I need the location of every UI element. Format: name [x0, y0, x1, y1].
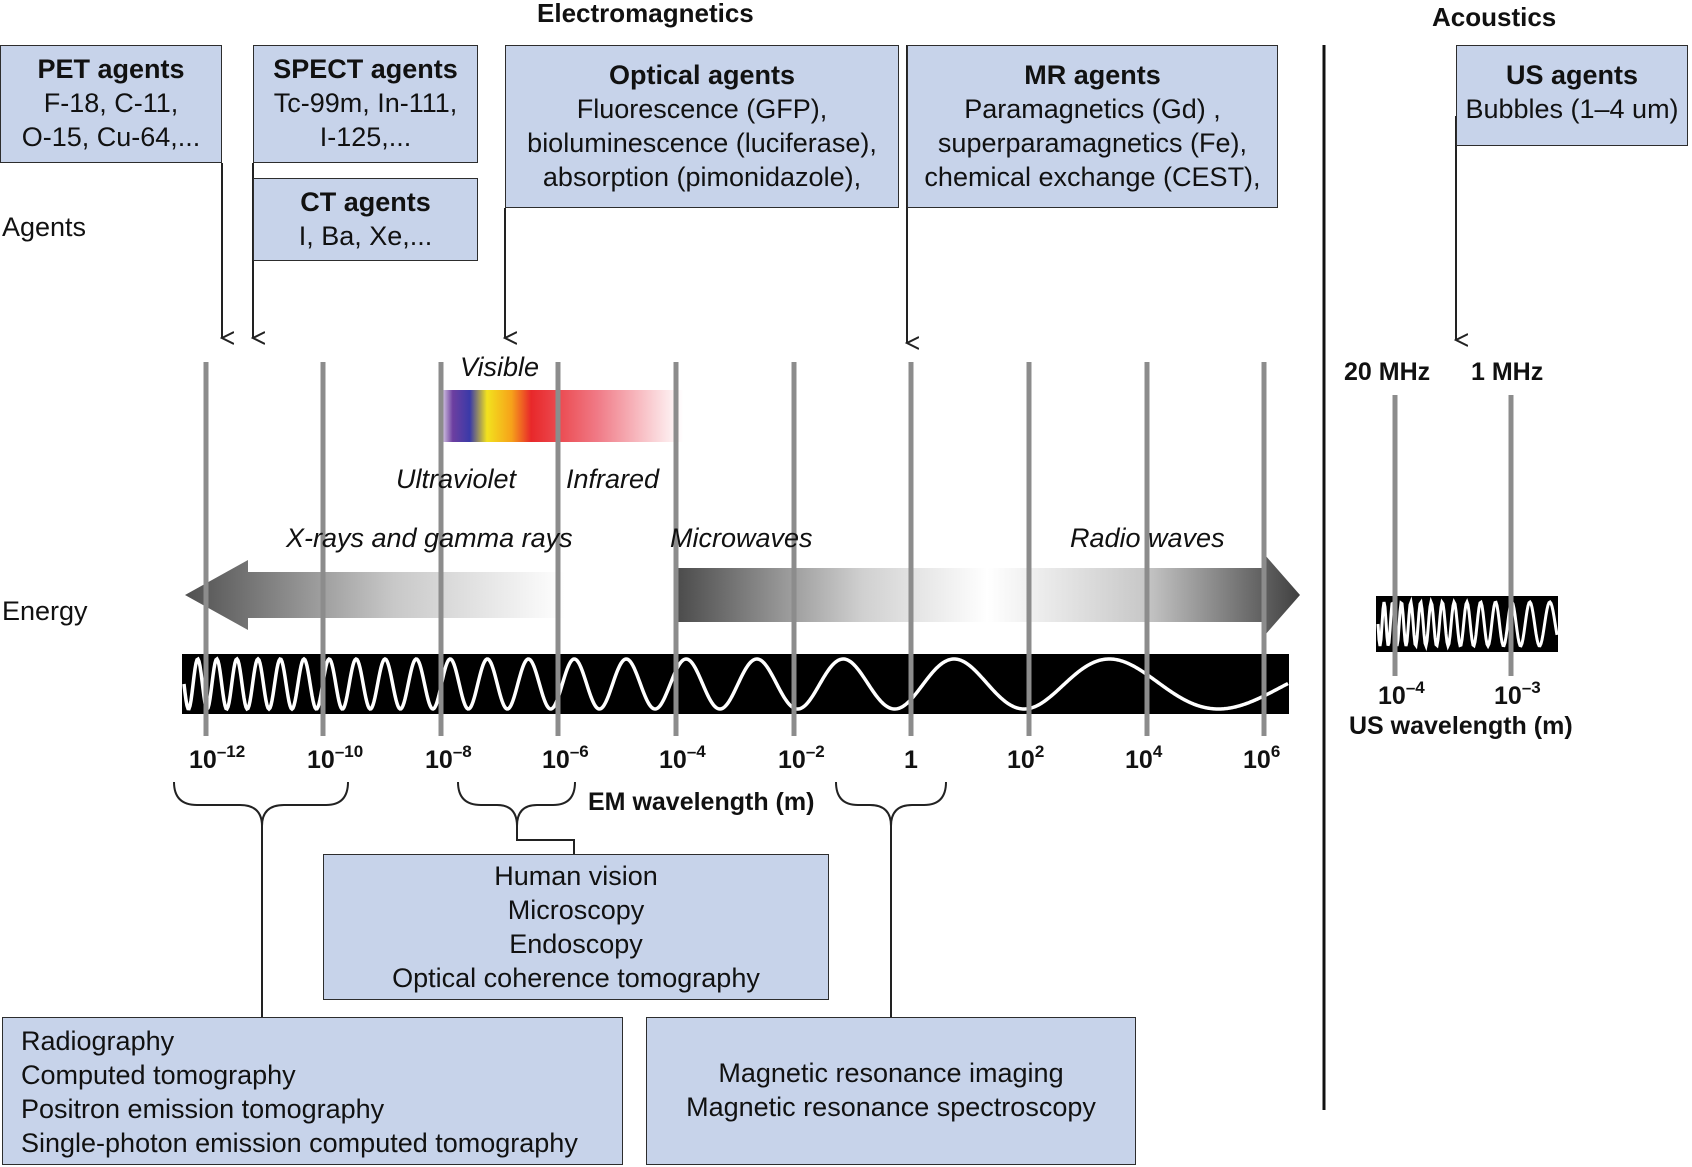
- mr-agents-line: superparamagnetics (Fe),: [937, 128, 1248, 158]
- application-item: Single-photon emission computed tomograp…: [21, 1128, 578, 1158]
- pet-agents-line: F-18, C-11,: [43, 88, 179, 118]
- spect-agents-line: Tc-99m, In-111,: [273, 88, 458, 118]
- us-freq-20mhz-label: 20 MHz: [1344, 358, 1431, 386]
- us-gridlines: [1392, 395, 1514, 676]
- em-axis-label: EM wavelength (m): [588, 788, 815, 816]
- mr-applications-box: Magnetic resonance imaging Magnetic reso…: [646, 1017, 1136, 1165]
- us-axis-label: US wavelength (m): [1349, 712, 1573, 740]
- application-item: Magnetic resonance imaging: [718, 1058, 1064, 1088]
- visible-label: Visible: [460, 352, 540, 382]
- xrays-gamma-label: X-rays and gamma rays: [286, 523, 573, 553]
- em-gridlines: [203, 362, 1267, 736]
- spect-agents-title: SPECT agents: [273, 54, 458, 84]
- mr-agents-box: MR agents Paramagnetics (Gd) , superpara…: [907, 45, 1278, 208]
- application-item: Magnetic resonance spectroscopy: [686, 1092, 1096, 1122]
- ct-agents-title: CT agents: [300, 187, 431, 217]
- mr-agents-line: Paramagnetics (Gd) ,: [964, 94, 1221, 124]
- application-item: Positron emission tomography: [21, 1094, 385, 1124]
- application-item: Endoscopy: [509, 929, 643, 959]
- em-wave: [182, 656, 1289, 712]
- mr-agents-line: chemical exchange (CEST),: [924, 162, 1261, 192]
- us-wave: [1376, 596, 1559, 652]
- optical-applications-box: Human vision Microscopy Endoscopy Optica…: [323, 854, 829, 1000]
- application-item: Human vision: [494, 861, 658, 891]
- acoustics-header: Acoustics: [1432, 2, 1557, 32]
- em-tick-label: 10–6: [542, 742, 589, 774]
- em-tick-label: 10–8: [425, 742, 472, 774]
- us-tick-label: 10–3: [1494, 678, 1541, 710]
- optical-agents-box: Optical agents Fluorescence (GFP), biolu…: [505, 45, 899, 208]
- application-item: Optical coherence tomography: [392, 963, 760, 993]
- optical-agents-title: Optical agents: [608, 60, 796, 90]
- em-tick-label: 10–12: [189, 742, 246, 774]
- spect-agents-box: SPECT agents Tc-99m, In-111, I-125,...: [253, 45, 478, 163]
- us-freq-1mhz-label: 1 MHz: [1471, 358, 1544, 386]
- em-tick-label: 106: [1243, 742, 1281, 774]
- em-tick-label: 10–10: [307, 742, 364, 774]
- us-agents-title: US agents: [1505, 60, 1639, 90]
- spect-agents-line: I-125,...: [319, 122, 412, 152]
- mr-agents-title: MR agents: [1024, 60, 1161, 90]
- optical-agents-line: bioluminescence (luciferase),: [527, 128, 877, 158]
- application-item: Microscopy: [507, 895, 645, 925]
- optical-agents-line: absorption (pimonidazole),: [542, 162, 862, 192]
- optical-agents-line: Fluorescence (GFP),: [576, 94, 828, 124]
- em-tick-label: 102: [1007, 742, 1045, 774]
- xray-energy-arrow: [185, 560, 565, 630]
- em-tick-label: 10–2: [778, 742, 825, 774]
- em-tick-label: 1: [904, 746, 918, 774]
- em-tick-label: 10–4: [659, 742, 706, 774]
- agents-side-label: Agents: [2, 212, 87, 242]
- radio-waves-label: Radio waves: [1070, 523, 1225, 553]
- em-tick-label: 104: [1125, 742, 1163, 774]
- energy-side-label: Energy: [2, 596, 88, 626]
- pet-agents-title: PET agents: [37, 54, 185, 84]
- xray-applications-box: Radiography Computed tomography Positron…: [2, 1017, 623, 1165]
- radio-energy-arrow: [675, 555, 1300, 635]
- microwaves-label: Microwaves: [670, 523, 813, 553]
- us-tick-label: 10–4: [1378, 678, 1425, 710]
- ct-agents-line: I, Ba, Xe,...: [298, 221, 433, 251]
- infrared-label: Infrared: [566, 464, 660, 494]
- us-agents-line: Bubbles (1–4 um): [1465, 94, 1679, 124]
- application-item: Radiography: [21, 1026, 175, 1056]
- pet-agents-line: O-15, Cu-64,...: [21, 122, 201, 152]
- application-item: Computed tomography: [21, 1060, 296, 1090]
- range-braces: [173, 781, 947, 1017]
- electromagnetics-header: Electromagnetics: [537, 0, 754, 28]
- ct-agents-box: CT agents I, Ba, Xe,...: [253, 178, 478, 261]
- pet-agents-box: PET agents F-18, C-11, O-15, Cu-64,...: [0, 45, 222, 163]
- us-agents-box: US agents Bubbles (1–4 um): [1456, 45, 1688, 146]
- ultraviolet-label: Ultraviolet: [396, 464, 517, 494]
